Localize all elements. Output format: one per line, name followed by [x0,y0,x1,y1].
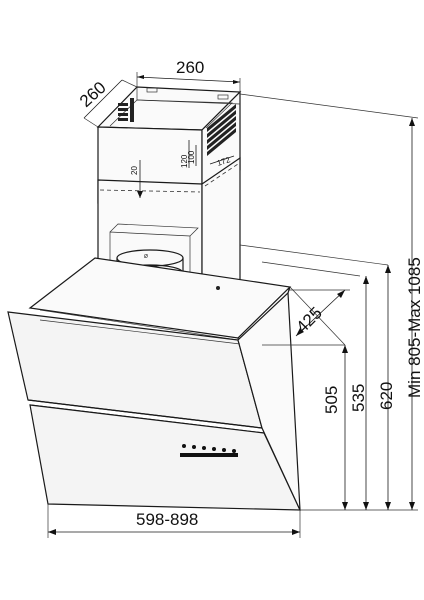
total-height-label: Min 805-Max 1085 [405,257,424,398]
duct-offset-dimension: 20 [130,160,143,198]
vent-grille-right [207,104,236,156]
height-535-label: 535 [349,384,368,412]
depth-425-label: 425 [292,303,325,336]
dim-chimney-width: 260 [136,58,241,93]
hood-width-label: 598-898 [136,510,198,529]
control-button[interactable] [232,449,236,453]
screw [216,286,220,290]
vent-width-172-label: 172 [216,155,232,168]
reference-lines [239,93,419,511]
flange-tab [217,94,229,100]
chimney-width-label: 260 [176,58,204,77]
control-strip [180,453,238,457]
dim-hood-width: 598-898 [47,504,301,538]
control-button[interactable] [212,447,216,451]
touch-controls [180,444,238,457]
vent-dimensions: 120 100 172 [180,140,235,168]
control-button[interactable] [182,444,186,448]
height-620-label: 620 [377,382,396,410]
control-button[interactable] [202,446,206,450]
chimney-depth-label: 260 [76,78,110,111]
duct-offset-label: 20 [130,166,139,175]
glass-canopy [7,291,301,511]
vent-grille-left [118,98,134,122]
dim-depth-425: 425 [292,289,346,337]
flange-tab [146,87,158,93]
dim-height-620: 620 [377,265,396,510]
dim-height-535: 535 [349,276,369,510]
dim-height-505: 505 [262,344,348,510]
vent-height-100-label: 100 [187,150,196,164]
height-505-label: 505 [322,386,341,414]
dim-total-height: Min 805-Max 1085 [405,118,424,510]
outlet-diameter-label: Ø [144,254,148,260]
vent-height-120-label: 120 [180,154,189,168]
control-button[interactable] [192,445,196,449]
control-button[interactable] [222,448,226,452]
